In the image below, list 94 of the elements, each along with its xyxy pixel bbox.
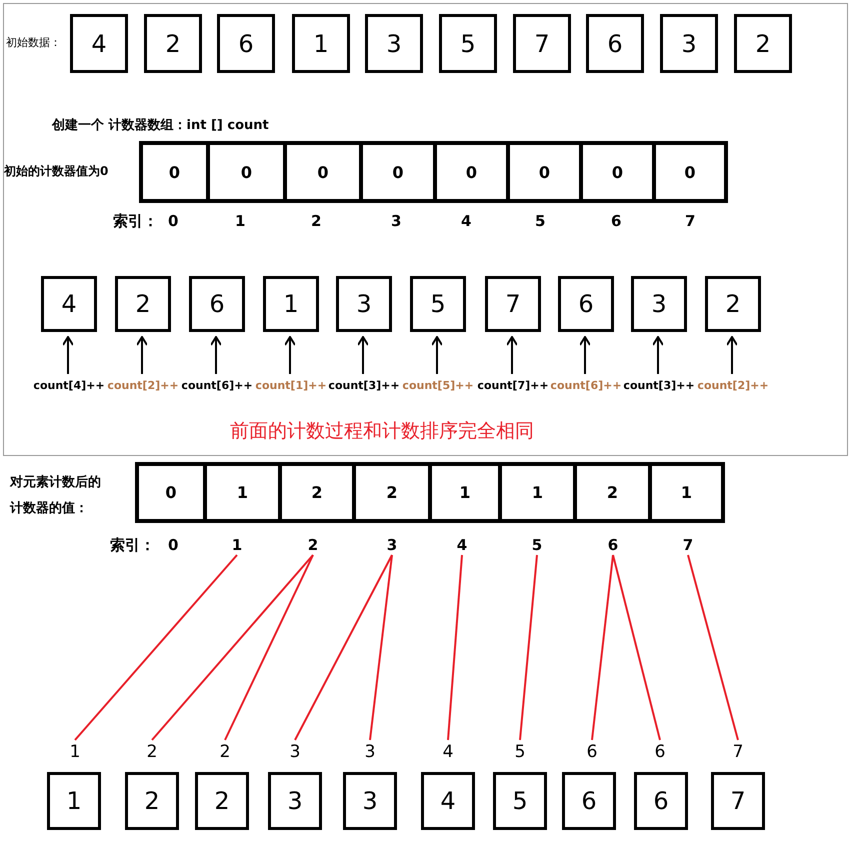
connector-line xyxy=(612,554,661,740)
number-box: 6 xyxy=(586,14,644,73)
index-number: 3 xyxy=(384,535,400,555)
caption-text: 对元素计数后的计数器的值： xyxy=(10,474,102,518)
counter-label: count[1]++ xyxy=(253,377,329,393)
number-box: 3 xyxy=(343,772,397,830)
number-box: 6 xyxy=(558,276,614,332)
caption-text: 初始数据： xyxy=(6,35,61,50)
index-number: 2 xyxy=(305,535,321,555)
value-label: 2 xyxy=(217,741,233,763)
note-text: 前面的计数过程和计数排序完全相同 xyxy=(230,419,534,444)
index-number: 1 xyxy=(235,212,246,230)
value-label: 3 xyxy=(287,741,303,763)
index-caption: 索引： xyxy=(110,536,155,555)
number-box: 2 xyxy=(195,772,249,830)
index-number: 0 xyxy=(168,536,178,554)
value-label: 2 xyxy=(144,741,160,763)
index-number: 4 xyxy=(454,535,470,555)
value-label: 1 xyxy=(67,741,83,763)
arrow xyxy=(357,336,369,374)
index-number: 5 xyxy=(535,212,546,230)
arrow xyxy=(726,336,738,374)
value-label: 4 xyxy=(440,741,456,763)
value-label: 6 xyxy=(584,741,600,763)
arrow xyxy=(62,336,74,374)
number-box: 1 xyxy=(292,14,350,73)
counter-label: count[3]++ xyxy=(621,377,697,393)
connector-line xyxy=(591,554,614,740)
value-label: 7 xyxy=(730,741,746,763)
number-box: 3 xyxy=(631,276,687,332)
index-number: 6 xyxy=(611,212,622,230)
connector-line xyxy=(687,554,739,740)
number-box: 3 xyxy=(268,772,322,830)
number-box: 3 xyxy=(660,14,718,73)
arrow xyxy=(210,336,222,374)
arrow xyxy=(506,336,518,374)
index-number: 3 xyxy=(391,212,402,230)
panel-frame xyxy=(3,3,848,456)
connector-line xyxy=(224,554,314,740)
connector-line xyxy=(369,554,393,740)
counter-label: count[7]++ xyxy=(475,377,551,393)
number-box: 2 xyxy=(734,14,792,73)
connector-line xyxy=(294,554,393,740)
arrow xyxy=(431,336,443,374)
number-box: 7 xyxy=(485,276,541,332)
arrow xyxy=(284,336,296,374)
arrow xyxy=(136,336,148,374)
number-box: 5 xyxy=(410,276,466,332)
number-box: 2 xyxy=(125,772,179,830)
value-label: 5 xyxy=(512,741,528,763)
counter-label: count[2]++ xyxy=(695,377,771,393)
connector-line xyxy=(447,554,463,740)
connector-line xyxy=(151,554,314,741)
counter-label: count[5]++ xyxy=(400,377,476,393)
number-box: 6 xyxy=(562,772,616,830)
counter-label: count[3]++ xyxy=(326,377,402,393)
number-box: 5 xyxy=(493,772,547,830)
index-number: 1 xyxy=(229,535,245,555)
index-number: 5 xyxy=(529,535,545,555)
connector-line xyxy=(74,554,238,741)
connector-line xyxy=(519,554,538,740)
number-box: 5 xyxy=(439,14,497,73)
index-number: 7 xyxy=(685,212,696,230)
number-box: 3 xyxy=(365,14,423,73)
arrow xyxy=(652,336,664,374)
value-label: 3 xyxy=(362,741,378,763)
number-box: 7 xyxy=(711,772,765,830)
index-number: 0 xyxy=(168,212,178,230)
arrow xyxy=(579,336,591,374)
index-number: 7 xyxy=(680,535,696,555)
index-number: 2 xyxy=(311,212,322,230)
index-number: 4 xyxy=(461,212,472,230)
number-box: 4 xyxy=(421,772,475,830)
number-box: 2 xyxy=(705,276,761,332)
number-box: 3 xyxy=(336,276,392,332)
counter-label: count[6]++ xyxy=(179,377,255,393)
counter-label: count[2]++ xyxy=(105,377,181,393)
caption-text: 初始的计数器值为0 xyxy=(4,163,108,180)
number-box: 2 xyxy=(115,276,171,332)
caption-text: 创建一个 计数器数组：int [] count xyxy=(52,117,269,134)
index-caption: 索引： xyxy=(113,212,158,231)
value-label: 6 xyxy=(652,741,668,763)
number-box: 6 xyxy=(189,276,245,332)
number-box: 4 xyxy=(41,276,97,332)
counter-label: count[6]++ xyxy=(548,377,624,393)
number-box: 6 xyxy=(217,14,275,73)
index-number: 6 xyxy=(605,535,621,555)
number-box: 6 xyxy=(634,772,688,830)
number-box: 1 xyxy=(47,772,101,830)
number-box: 7 xyxy=(513,14,571,73)
number-box: 2 xyxy=(144,14,202,73)
number-box: 4 xyxy=(70,14,128,73)
counter-label: count[4]++ xyxy=(31,377,107,393)
number-box: 1 xyxy=(263,276,319,332)
